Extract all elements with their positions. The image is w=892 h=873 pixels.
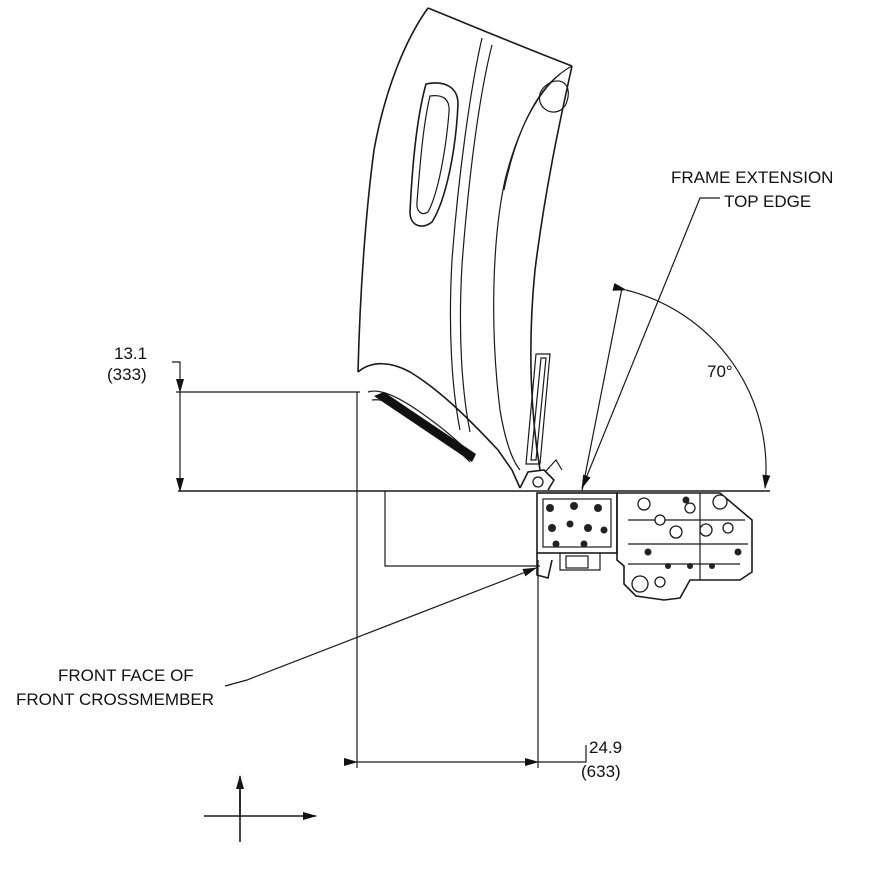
height-dimension-inches: 13.1: [114, 344, 148, 363]
front-face-label-line1: FRONT FACE OF: [58, 666, 194, 685]
tilt-angle-label: 70°: [707, 362, 733, 381]
frame-assembly: [536, 492, 753, 601]
front-face-label-line2: FRONT CROSSMEMBER: [16, 690, 215, 709]
frame-extension-label-line2: TOP EDGE: [724, 192, 812, 211]
setback-dimension-inches: 24.9: [589, 738, 623, 757]
setback-dimension-mm: (633): [581, 762, 621, 781]
orientation-axes: [204, 775, 317, 842]
frame-extension-label-line1: FRAME EXTENSION: [671, 168, 834, 187]
dimension-lines: [172, 197, 771, 768]
hood-outline: [357, 7, 573, 491]
height-dimension-mm: (333): [107, 365, 147, 384]
